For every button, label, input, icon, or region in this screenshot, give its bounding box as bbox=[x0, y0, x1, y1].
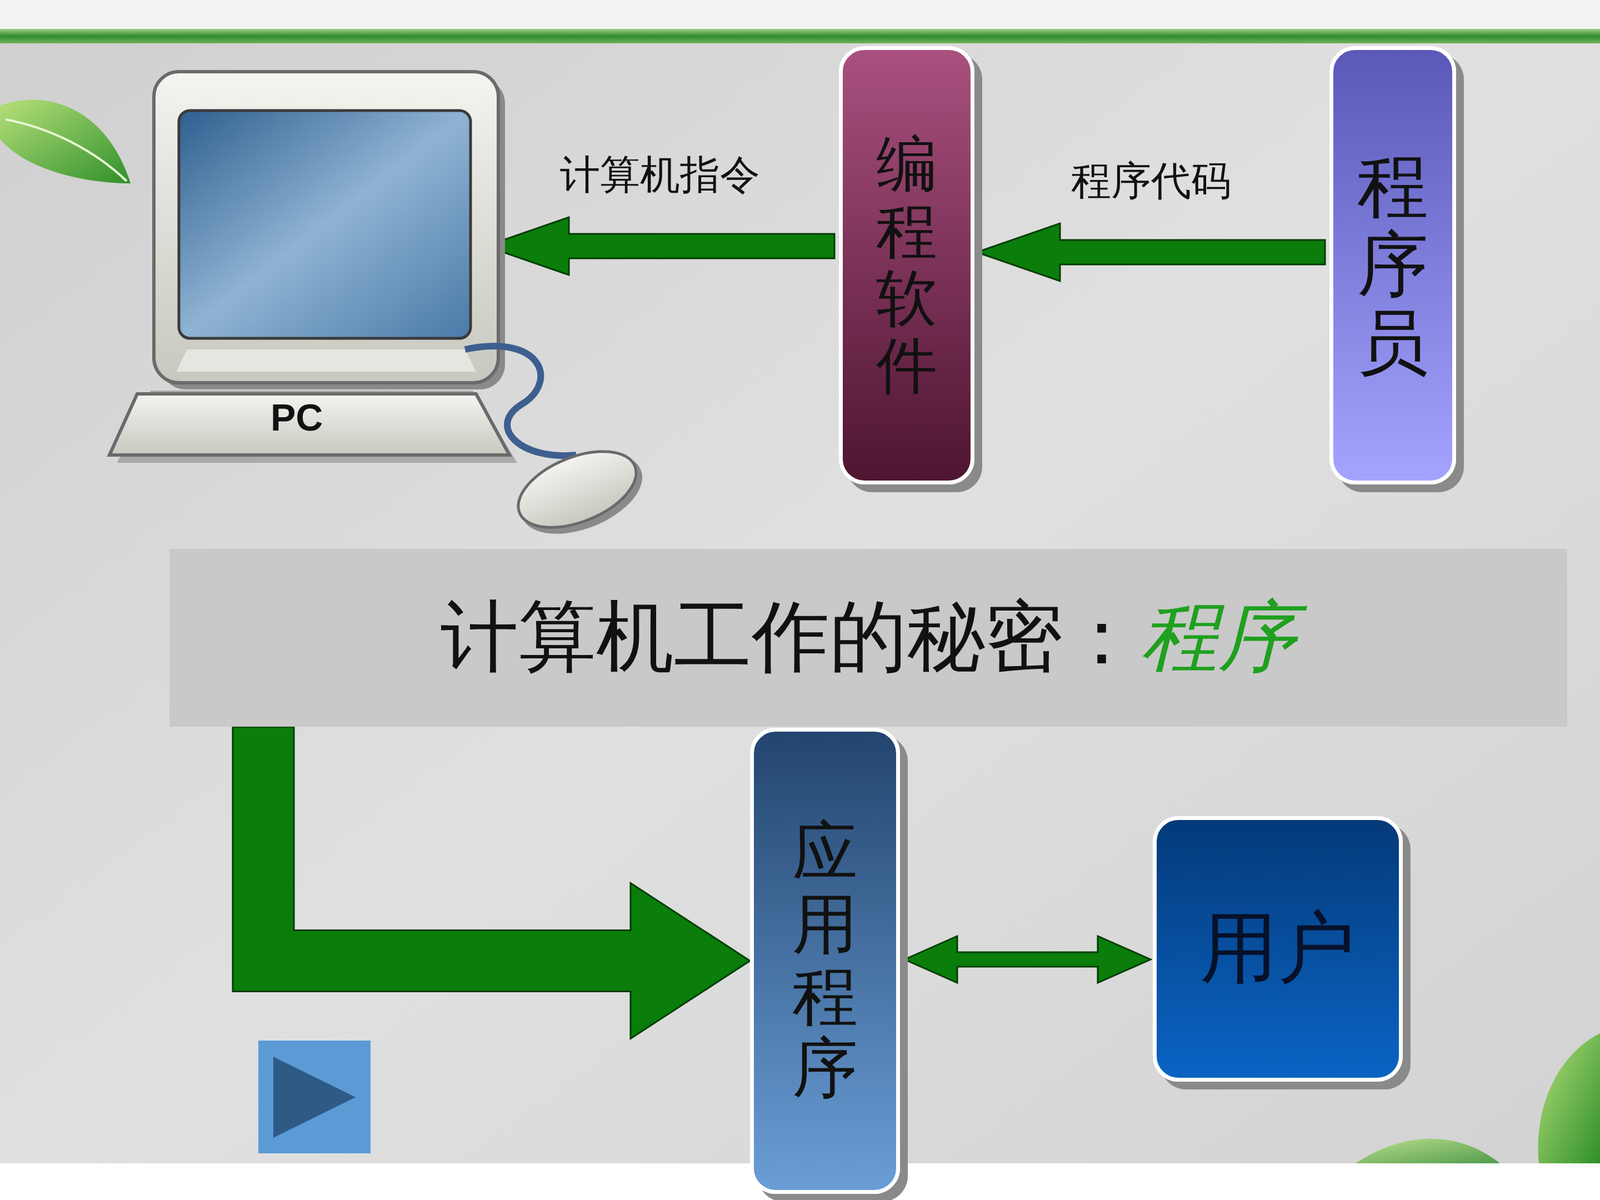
title-band: 计算机工作的秘密：程序 bbox=[169, 548, 1568, 727]
leaf bbox=[0, 99, 131, 184]
computer-illustration bbox=[120, 71, 654, 533]
title-text: 计算机工作的秘密：程序 bbox=[418, 585, 1319, 691]
title-text: 计算机工作的秘密： bbox=[440, 593, 1141, 680]
title-highlight: 程序 bbox=[1140, 593, 1297, 680]
leaf bbox=[1355, 1138, 1500, 1164]
process-box: 编程软件 bbox=[838, 46, 975, 485]
box-label: 用户 bbox=[1200, 896, 1356, 1002]
edge-label: 程序代码 bbox=[1071, 154, 1232, 208]
play-button bbox=[258, 1040, 371, 1154]
leaf bbox=[1537, 1033, 1600, 1164]
process-box: 应用程序 bbox=[750, 727, 900, 1194]
bent-arrow bbox=[232, 726, 750, 1039]
actor-box: 用户 bbox=[1152, 816, 1403, 1082]
play-triangle bbox=[273, 1056, 356, 1138]
box-label: 编程软件 bbox=[876, 131, 938, 400]
double-arrow bbox=[904, 936, 1151, 983]
actor-box: 程序员 bbox=[1329, 46, 1457, 485]
box-label: 应用程序 bbox=[792, 816, 858, 1105]
computer-label: PC bbox=[270, 396, 323, 439]
box-label: 程序员 bbox=[1357, 147, 1429, 383]
flow-arrow bbox=[485, 217, 835, 275]
flow-arrow bbox=[976, 223, 1325, 282]
edge-label: 计算机指令 bbox=[560, 148, 760, 202]
computer-node: PC bbox=[127, 71, 484, 529]
